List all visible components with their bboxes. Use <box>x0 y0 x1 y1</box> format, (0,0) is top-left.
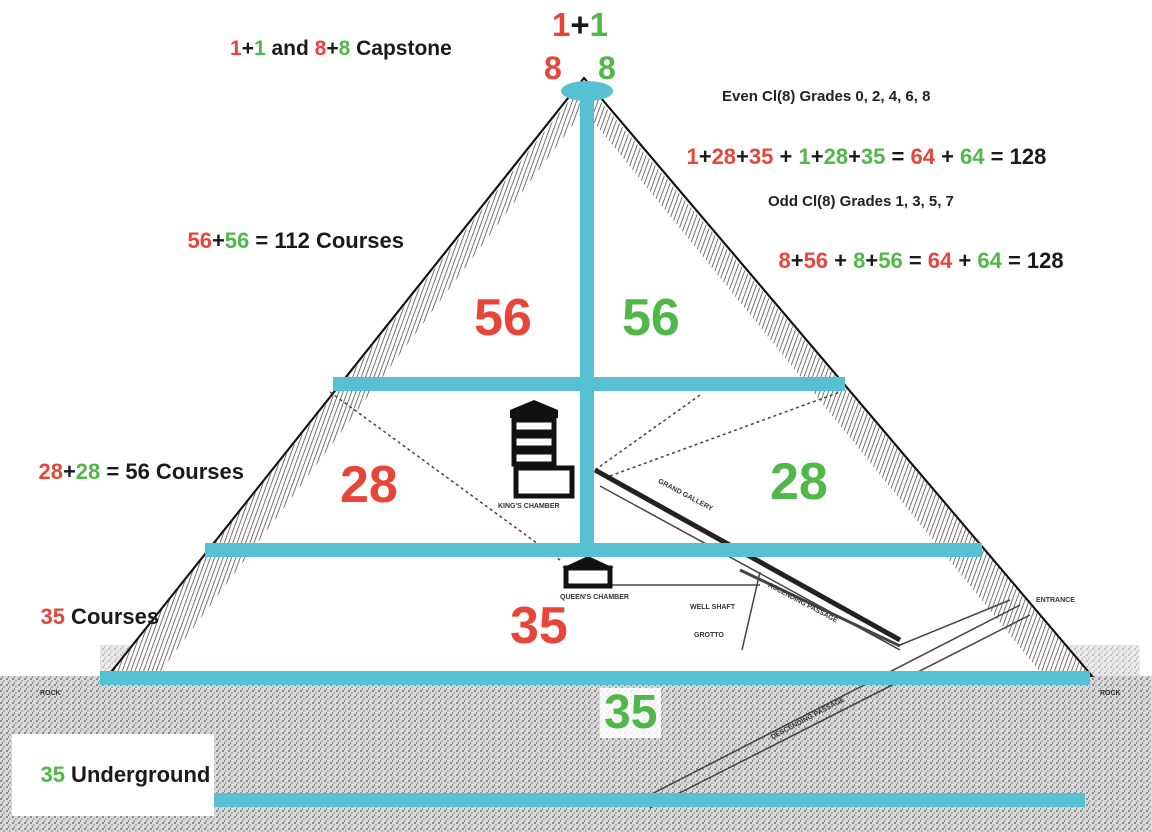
even-total: 128 <box>1010 144 1047 169</box>
courses-112-label: 56+56 = 112 Courses <box>163 202 404 280</box>
even-p3: + <box>773 144 798 169</box>
apex-top-plus: + <box>570 6 589 43</box>
even-t6: 35 <box>861 144 885 169</box>
courses-35-tail: Courses <box>65 604 159 629</box>
apex-top-a: 1 <box>552 6 570 43</box>
even-t8: 64 <box>960 144 984 169</box>
odd-eq2: = <box>1002 248 1027 273</box>
capstone-plus2: + <box>326 37 338 60</box>
odd-equation: 8+56 + 8+56 = 64 + 64 = 128 <box>754 222 1064 300</box>
apex-low-a: 8 <box>544 50 562 87</box>
rock-left-caption: ROCK <box>40 690 61 697</box>
odd-p3: + <box>865 248 878 273</box>
courses-35-label: 35 Courses <box>16 578 159 656</box>
section-low: 35 <box>510 596 568 656</box>
courses-56-tail: = 56 Courses <box>100 459 244 484</box>
grotto-caption: GROTTO <box>694 632 724 639</box>
even-t4: 1 <box>798 144 810 169</box>
capstone-plus1: + <box>242 37 254 60</box>
underground-a: 35 <box>40 762 64 787</box>
section-top-left: 56 <box>474 288 532 348</box>
capstone-label: 1+1 and 8+8 Capstone <box>230 37 452 61</box>
even-p4: + <box>811 144 824 169</box>
odd-t3: 8 <box>853 248 865 273</box>
rock-right-caption: ROCK <box>1100 690 1121 697</box>
capstone-tail: Capstone <box>350 37 452 60</box>
even-eq1: = <box>885 144 910 169</box>
courses-56-plus: + <box>63 459 76 484</box>
courses-35-a: 35 <box>40 604 64 629</box>
even-eq2: = <box>985 144 1010 169</box>
even-p1: + <box>699 144 712 169</box>
even-t1: 1 <box>686 144 698 169</box>
courses-56-label: 28+28 = 56 Courses <box>14 433 244 511</box>
odd-p2: + <box>828 248 853 273</box>
even-p5: + <box>848 144 861 169</box>
odd-total: 128 <box>1027 248 1064 273</box>
odd-t1: 8 <box>778 248 790 273</box>
odd-p4: + <box>952 248 977 273</box>
odd-p1: + <box>791 248 804 273</box>
capstone-d: 8 <box>339 37 351 60</box>
section-mid-left: 28 <box>340 455 398 515</box>
odd-t2: 56 <box>804 248 828 273</box>
odd-t5: 64 <box>928 248 952 273</box>
underground-label: 35 Underground <box>12 734 214 816</box>
even-t5: 28 <box>824 144 848 169</box>
even-p2: + <box>736 144 749 169</box>
capstone-a: 1 <box>230 37 242 60</box>
even-title: Even Cl(8) Grades 0, 2, 4, 6, 8 <box>722 88 930 105</box>
courses-112-a: 56 <box>187 228 211 253</box>
even-t3: 35 <box>749 144 773 169</box>
even-p6: + <box>935 144 960 169</box>
underground-tail: Underground <box>65 762 210 787</box>
courses-56-b: 28 <box>76 459 100 484</box>
apex-top-b: 1 <box>590 6 608 43</box>
apex-low-b: 8 <box>598 50 616 87</box>
courses-56-a: 28 <box>38 459 62 484</box>
section-mid-right: 28 <box>770 452 828 512</box>
well-caption: WELL SHAFT <box>690 604 735 611</box>
queens-chamber-caption: QUEEN'S CHAMBER <box>560 594 629 601</box>
capstone-b: 1 <box>254 37 266 60</box>
courses-112-tail: = 112 Courses <box>249 228 404 253</box>
section-top-right: 56 <box>622 288 680 348</box>
apex-top: 1+1 <box>552 6 608 44</box>
even-equation: 1+28+35 + 1+28+35 = 64 + 64 = 128 <box>662 118 1046 196</box>
even-t2: 28 <box>712 144 736 169</box>
even-t7: 64 <box>910 144 934 169</box>
capstone-and: and <box>266 37 315 60</box>
kings-chamber-caption: KING'S CHAMBER <box>498 503 560 510</box>
odd-t4: 56 <box>878 248 902 273</box>
odd-eq1: = <box>903 248 928 273</box>
capstone-c: 8 <box>315 37 327 60</box>
section-under: 35 <box>600 688 661 738</box>
entrance-caption: ENTRANCE <box>1036 597 1075 604</box>
odd-title: Odd Cl(8) Grades 1, 3, 5, 7 <box>768 193 954 210</box>
odd-t6: 64 <box>977 248 1001 273</box>
courses-112-b: 56 <box>225 228 249 253</box>
courses-112-plus: + <box>212 228 225 253</box>
